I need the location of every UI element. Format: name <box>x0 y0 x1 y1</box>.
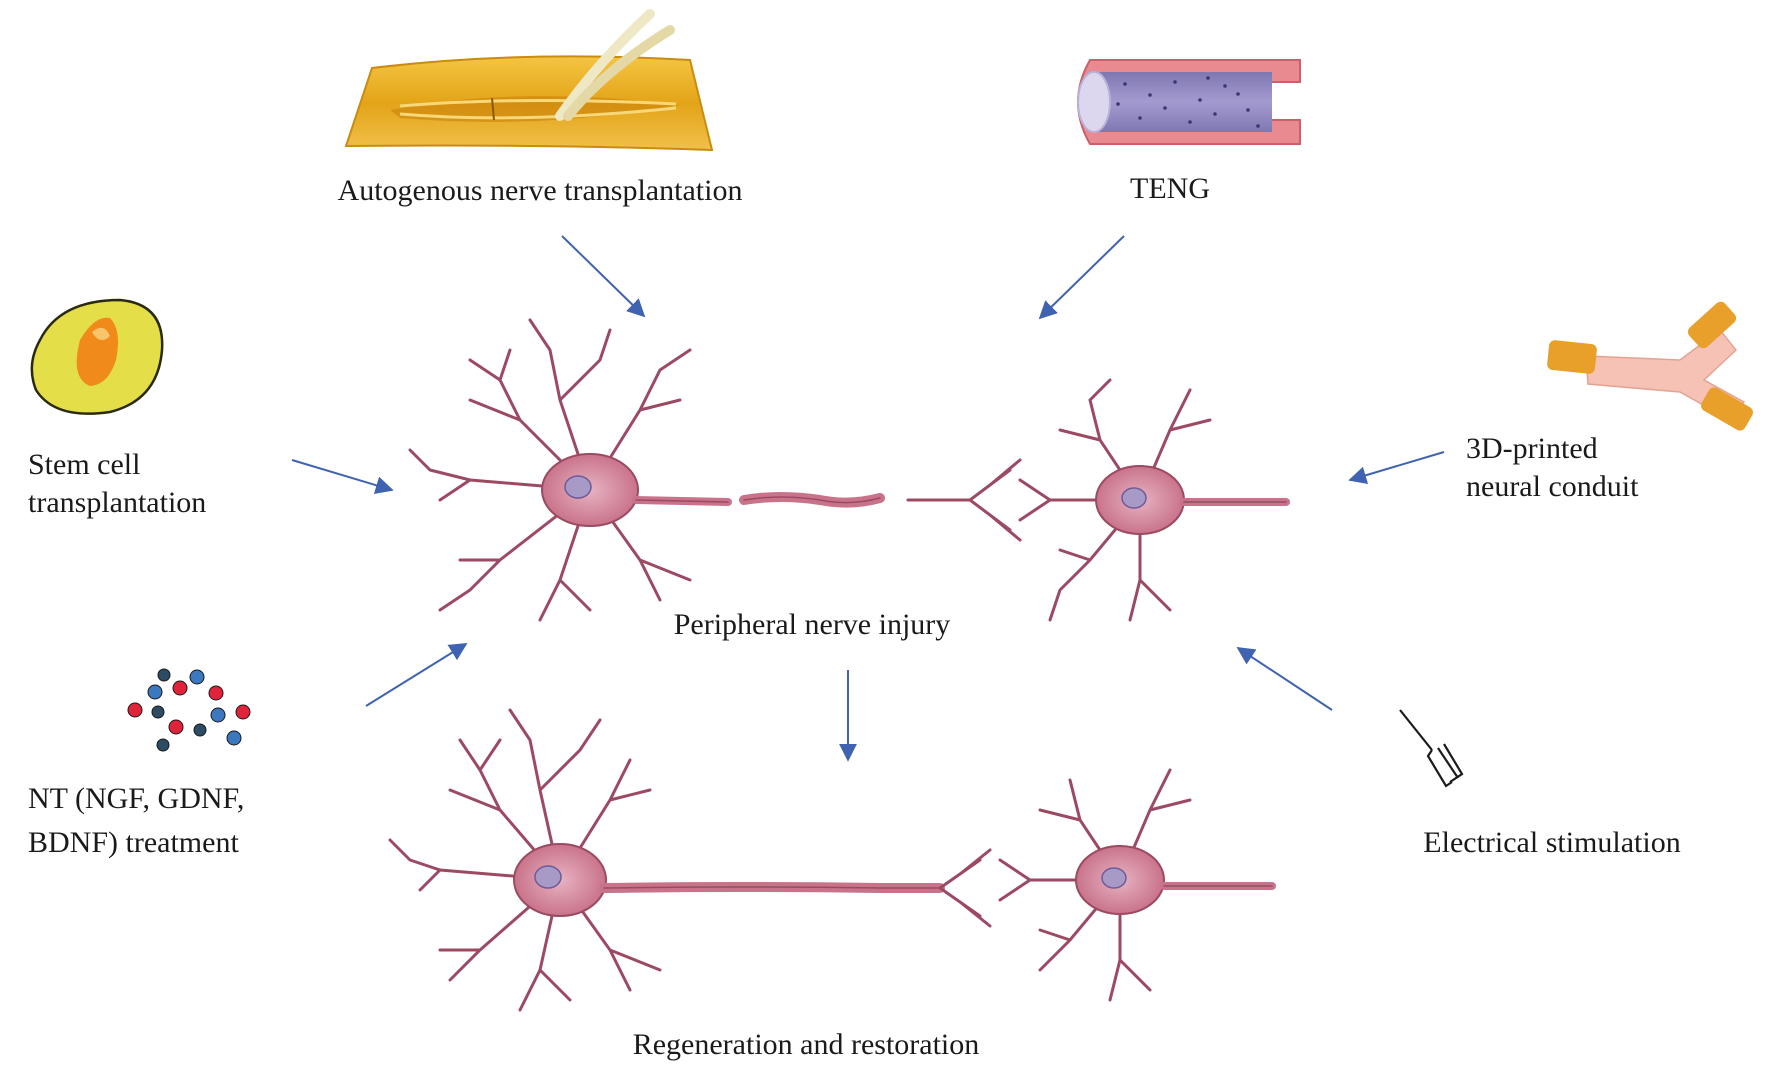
label-stem-cell-2: transplantation <box>28 486 207 519</box>
arrow-teng <box>1038 235 1125 320</box>
label-conduit-1: 3D-printed <box>1466 432 1598 465</box>
nerve-graft-icon <box>344 9 714 152</box>
regenerated-neuron-pair <box>388 708 1276 1012</box>
label-conduit-2: neural conduit <box>1466 470 1639 503</box>
label-stem-cell-1: Stem cell <box>28 448 141 481</box>
molecules-icon <box>127 668 251 752</box>
label-nt-1: NT (NGF, GDNF, <box>28 782 245 815</box>
arrow-nt <box>365 643 468 707</box>
label-teng: TENG <box>1130 172 1210 205</box>
label-nt-2: BDNF) treatment <box>28 826 239 859</box>
stem-cell-icon <box>30 298 164 415</box>
injured-neuron-pair <box>408 318 1290 622</box>
branched-conduit-icon <box>1547 301 1753 431</box>
label-regeneration: Regeneration and restoration <box>632 1028 980 1061</box>
arrow-conduit <box>1348 451 1445 485</box>
tube-conduit-icon <box>1077 59 1301 145</box>
arrow-electrical <box>1236 647 1333 711</box>
label-injury: Peripheral nerve injury <box>673 608 951 641</box>
electrode-icon <box>1399 709 1464 788</box>
label-electrical: Electrical stimulation <box>1423 826 1681 859</box>
arrow-stem-cell <box>291 459 394 494</box>
label-autogenous: Autogenous nerve transplantation <box>337 174 743 207</box>
arrow-autogenous <box>561 235 646 318</box>
